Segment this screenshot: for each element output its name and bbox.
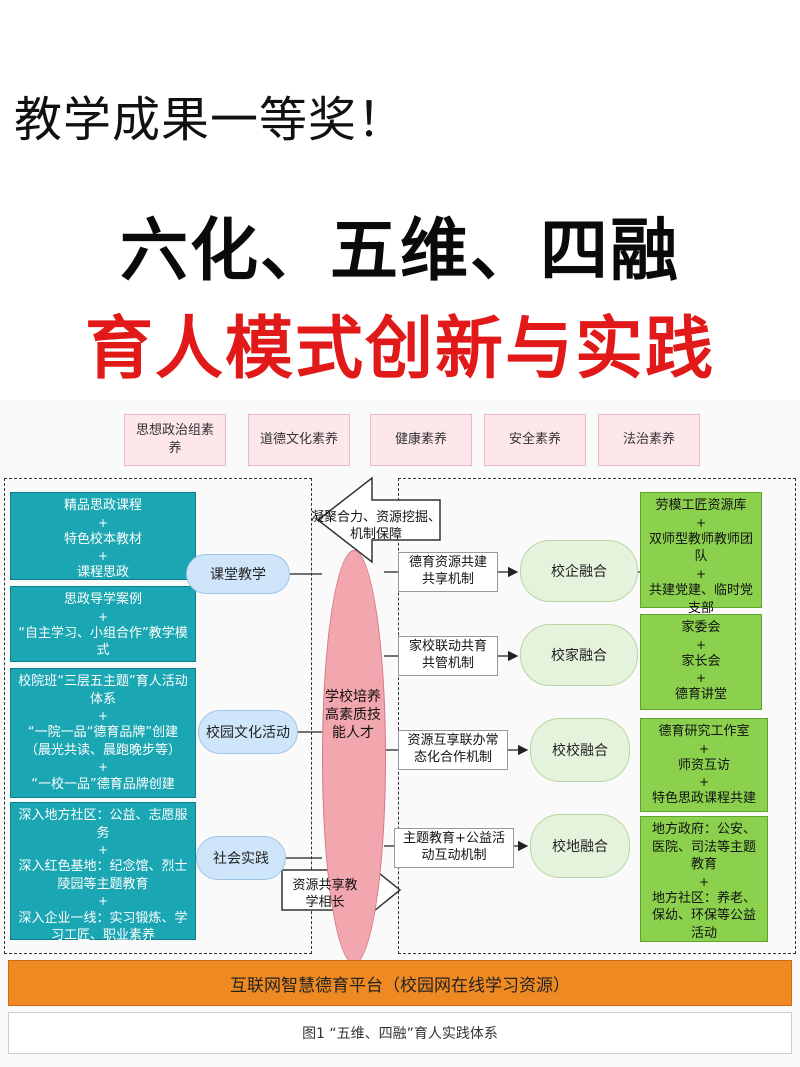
mechanism-3: 资源互享联办常态化合作机制	[398, 730, 508, 770]
quality-box-health: 健康素养	[370, 414, 472, 466]
integration-school: 校校融合	[530, 718, 630, 782]
quality-box-law: 法治素养	[598, 414, 700, 466]
left-dashed-region	[4, 478, 312, 954]
quality-box-safety: 安全素养	[484, 414, 586, 466]
award-headline: 教学成果一等奖！	[14, 92, 407, 148]
title-sub: 育人模式创新与实践	[84, 310, 715, 389]
education-system-diagram: 思想政治组素养 道德文化素养 健康素养 安全素养 法治素养 学校培养高素质技能人…	[0, 400, 800, 1067]
title-main: 六化、五维、四融	[119, 212, 680, 291]
integration-family: 校家融合	[520, 624, 638, 686]
channel-campus-culture: 校园文化活动	[198, 710, 298, 754]
mechanism-1: 德育资源共建共享机制	[398, 552, 498, 592]
mechanism-4: 主题教育+公益活动互动机制	[394, 828, 514, 868]
left-block-teaching-model: 思政导学案例 + “自主学习、小组合作”教学模式	[10, 586, 196, 662]
center-ellipse	[322, 550, 386, 964]
channel-social-practice: 社会实践	[196, 836, 286, 880]
right-block-family: 家委会 + 家长会 + 德育讲堂	[640, 614, 762, 710]
center-label: 学校培养高素质技能人才	[325, 689, 381, 742]
figure-caption: 图1 “五维、四融”育人实践体系	[8, 1012, 792, 1054]
right-block-local: 地方政府：公安、医院、司法等主题教育 + 地方社区：养老、保幼、环保等公益活动	[640, 816, 768, 942]
right-block-school: 德育研究工作室 + 师资互访 + 特色思政课程共建	[640, 718, 768, 812]
left-block-curriculum: 精品思政课程 + 特色校本教材 + 课程思政	[10, 492, 196, 580]
quality-box-moral: 道德文化素养	[248, 414, 350, 466]
channel-classroom: 课堂教学	[186, 554, 290, 594]
mechanism-2: 家校联动共育共管机制	[398, 636, 498, 676]
right-dashed-region	[398, 478, 796, 954]
right-block-enterprise: 劳模工匠资源库 + 双师型教师教师团队 + 共建党建、临时党支部	[640, 492, 762, 616]
bottom-arrow-label: 资源共享教学相长	[292, 878, 358, 910]
quality-box-political: 思想政治组素养	[124, 414, 226, 466]
left-block-social-practice: 深入地方社区：公益、志愿服务 + 深入红色基地：纪念馆、烈士陵园等主题教育 + …	[10, 802, 196, 943]
integration-local: 校地融合	[530, 814, 630, 878]
integration-enterprise: 校企融合	[520, 540, 638, 602]
left-block-campus-culture: 校院班“三层五主题”育人活动体系 + “一院一品“德育品牌”创建（晨光共读、晨跑…	[10, 668, 196, 798]
top-arrow-label: 凝聚合力、资源挖掘、机制保障	[310, 510, 441, 542]
platform-bar: 互联网智慧德育平台（校园网在线学习资源）	[8, 960, 792, 1006]
